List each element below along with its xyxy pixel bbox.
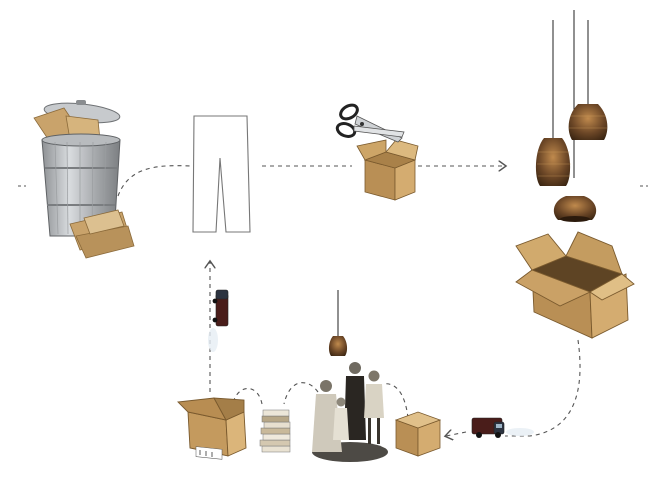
edge-truck-to-closedbox xyxy=(446,432,467,436)
scissors-box-icon xyxy=(335,103,419,201)
printed-box-icon xyxy=(177,397,247,460)
book-stack-icon xyxy=(259,409,291,453)
edge-closedbox-to-family xyxy=(382,383,409,419)
family-photo-icon xyxy=(312,362,388,462)
pattern-outline-icon xyxy=(192,115,251,233)
open-box-icon xyxy=(515,231,635,339)
small-lamp-icon xyxy=(328,290,348,356)
trash-can-icon xyxy=(33,100,135,259)
edge-family-to-books xyxy=(283,382,319,405)
pendant-lamps-icon xyxy=(535,10,608,222)
edge-box-to-truck xyxy=(505,339,581,437)
closed-box-icon xyxy=(394,411,442,457)
rising-truck-icon xyxy=(208,289,229,352)
delivery-truck-icon xyxy=(471,417,534,438)
edge-trash-to-pattern xyxy=(117,165,191,197)
